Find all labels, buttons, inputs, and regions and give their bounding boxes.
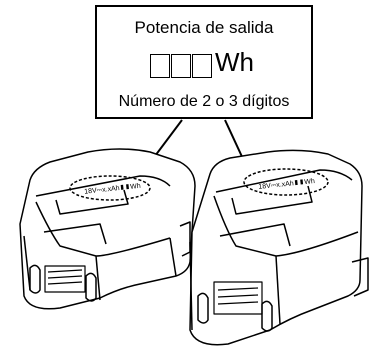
- left-label-highlight: [69, 175, 151, 201]
- battery-left: [19, 148, 196, 310]
- callout-note: Número de 2 o 3 dígitos: [118, 93, 290, 110]
- digit-box: [171, 54, 191, 78]
- digit-box: [192, 54, 212, 78]
- digit-box: [150, 54, 170, 78]
- output-power-callout: Potencia de salida Wh Número de 2 o 3 dí…: [95, 5, 313, 119]
- digit-boxes: [150, 54, 213, 78]
- battery-right: [189, 149, 369, 346]
- callout-unit: Wh: [215, 47, 254, 77]
- right-battery-vents: [213, 281, 263, 315]
- right-label-highlight: [243, 168, 329, 196]
- left-battery-vents: [44, 265, 86, 293]
- callout-title: Potencia de salida: [134, 18, 274, 37]
